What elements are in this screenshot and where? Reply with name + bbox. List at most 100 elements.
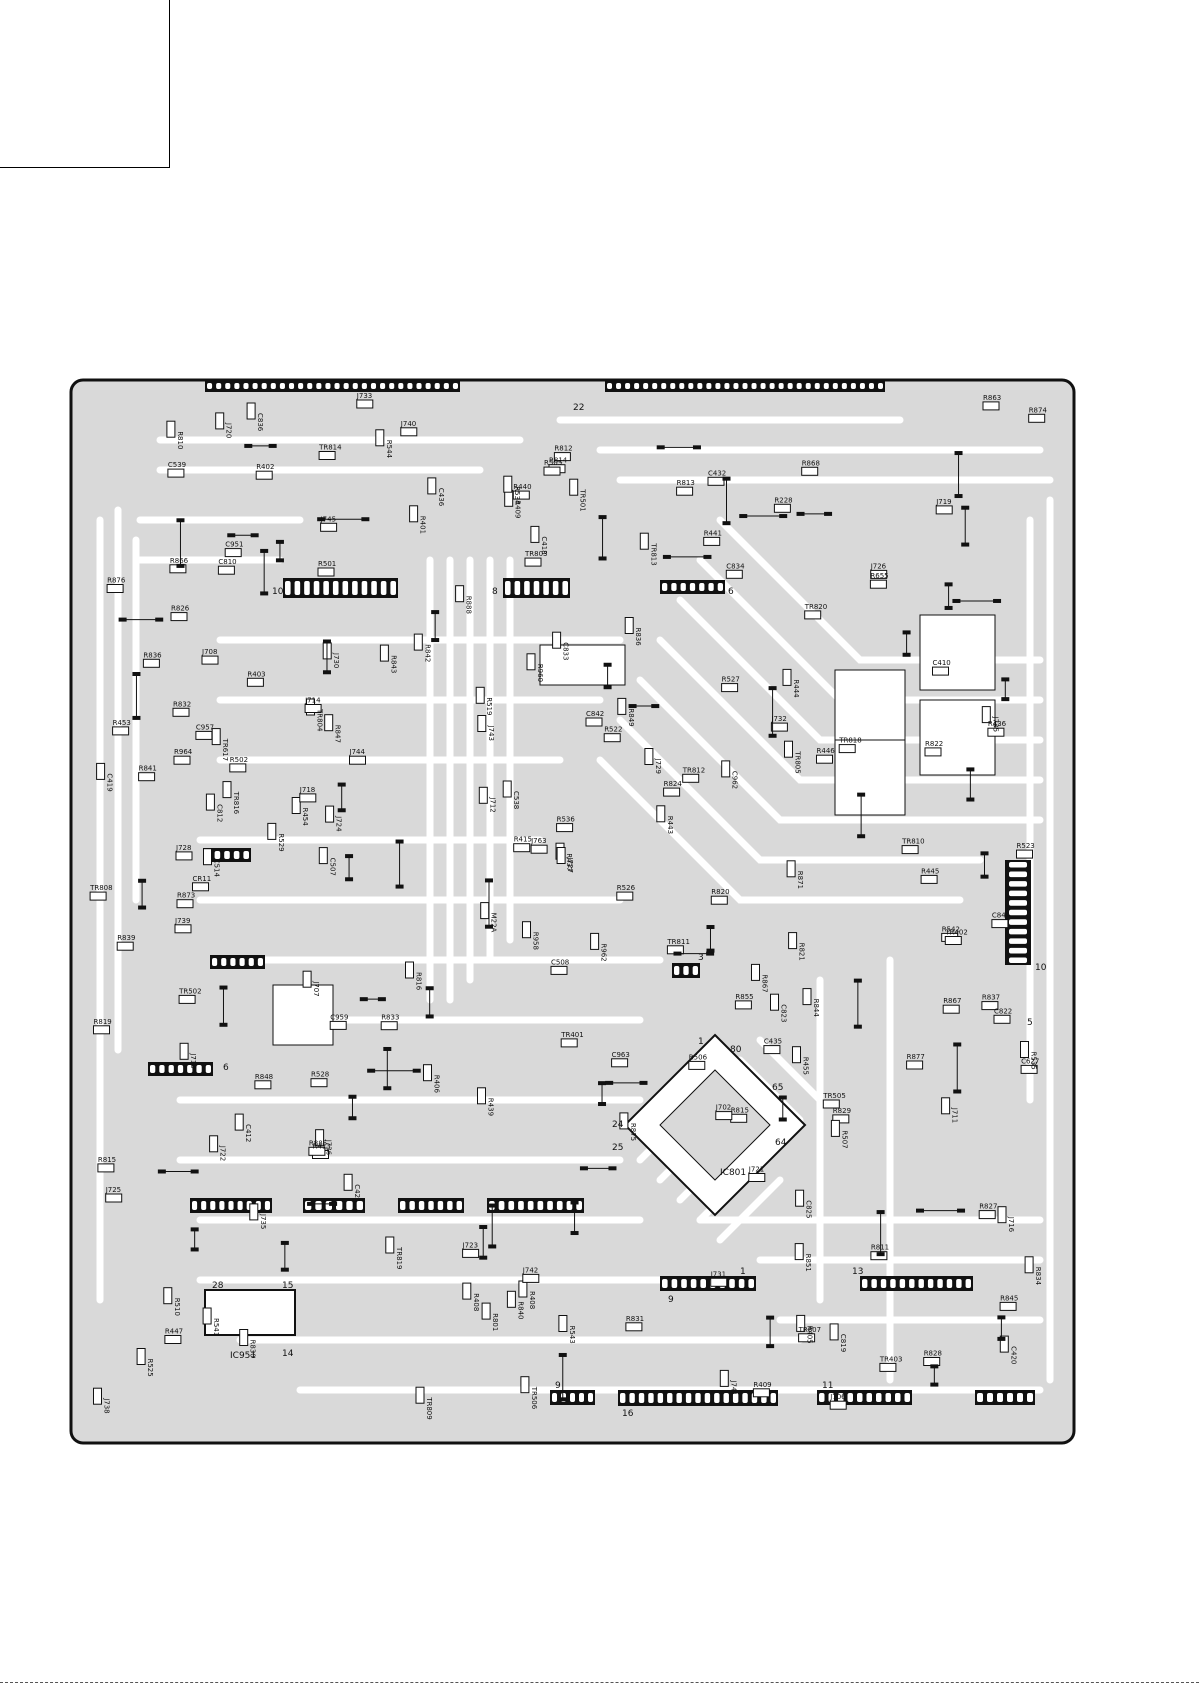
label-note-9: 9	[555, 1381, 561, 1391]
pin-hole	[671, 583, 677, 591]
component-ref-label: R841	[139, 765, 157, 773]
pin-hole	[681, 1279, 687, 1288]
jumper-wire	[766, 1315, 775, 1349]
pin-hole	[877, 383, 883, 389]
component-footprint	[751, 963, 760, 981]
component-footprint	[462, 1282, 472, 1300]
pin-hole	[315, 1201, 322, 1210]
pin-hole	[570, 1393, 575, 1402]
component-footprint	[550, 965, 568, 975]
pin-hole	[748, 1279, 754, 1288]
pin-hole	[346, 1201, 353, 1210]
pin-hole	[715, 383, 721, 389]
jumper-wire	[190, 1227, 199, 1252]
component-footprint	[315, 1129, 325, 1147]
component-ref-label: C627	[1021, 1057, 1039, 1065]
jumper-wire	[345, 854, 354, 882]
component-footprint	[166, 420, 176, 438]
component-ref-label: R409	[514, 500, 522, 518]
component-ref-label: J744	[349, 748, 366, 756]
pin-hole	[662, 583, 668, 591]
pin-hole	[890, 1279, 896, 1288]
label-note-5: 5	[1027, 1018, 1033, 1028]
component-footprint	[1028, 413, 1046, 423]
component-footprint	[405, 961, 414, 979]
pin-hole	[371, 581, 377, 595]
jumper-wire	[966, 767, 975, 802]
component-ref-label: J707	[312, 980, 320, 996]
component-footprint	[178, 994, 196, 1004]
jumper-wire	[395, 839, 404, 889]
component-footprint	[375, 429, 385, 447]
component-footprint	[267, 822, 277, 840]
component-footprint	[255, 470, 273, 480]
jumper-wire	[706, 925, 715, 953]
pin-hole	[717, 583, 723, 591]
component-ref-label: R834	[1034, 1267, 1042, 1286]
component-footprint	[343, 1173, 353, 1191]
pin-hole	[997, 1393, 1003, 1402]
jumper-wire	[857, 792, 866, 839]
pin-hole	[342, 581, 349, 595]
component-ref-label: R455	[802, 1057, 810, 1075]
label-cn-10: 10	[272, 587, 284, 597]
label-cn-bottom-1: 1	[740, 1267, 746, 1277]
component-ref-label: J729	[654, 758, 662, 774]
component-footprint	[770, 722, 788, 732]
component-ref-label: TR402	[944, 929, 968, 937]
component-ref-label: R655	[870, 572, 888, 580]
pin-hole	[956, 1279, 962, 1288]
pin-hole	[909, 1279, 915, 1288]
ic801-pin-24: 24	[612, 1120, 624, 1130]
pin-hole	[742, 1393, 748, 1403]
pin-hole	[150, 1065, 156, 1073]
pin-hole	[937, 1279, 943, 1288]
component-ref-label: R525	[146, 1359, 154, 1377]
component-footprint	[625, 1322, 643, 1332]
component-footprint	[380, 1021, 398, 1031]
pin-hole	[760, 383, 766, 389]
component-ref-label: J725	[105, 1186, 121, 1194]
pin-hole	[859, 383, 865, 389]
component-ref-label: C421	[353, 1184, 361, 1202]
component-ref-label: J745	[320, 515, 336, 523]
label-cn-3: 3	[698, 953, 704, 963]
pin-hole	[579, 1393, 584, 1402]
pin-hole	[880, 1279, 887, 1288]
component-ref-label: C841	[992, 912, 1010, 920]
component-footprint	[254, 1080, 272, 1090]
component-footprint	[801, 466, 819, 476]
component-footprint	[522, 1273, 540, 1283]
jumper-wire	[876, 1210, 885, 1257]
component-footprint	[611, 1058, 629, 1068]
pin-hole	[447, 1201, 453, 1210]
component-ref-label: TR809	[425, 1396, 433, 1420]
component-footprint	[318, 847, 328, 865]
jumper-wire	[954, 451, 963, 499]
pin-hole	[562, 581, 568, 595]
component-footprint	[560, 1038, 578, 1048]
pin-hole	[796, 383, 802, 389]
component-ref-label: TR812	[682, 766, 706, 774]
component-ref-label: J742	[522, 1266, 538, 1274]
component-ref-label: R228	[774, 496, 792, 504]
pin-hole	[159, 1065, 165, 1073]
jumper-wire	[768, 686, 777, 738]
component-footprint	[203, 848, 212, 866]
pin-hole	[196, 1065, 202, 1073]
component-ref-label: J727	[566, 857, 574, 873]
component-ref-label: TR403	[879, 1355, 903, 1363]
pin-hole	[418, 1201, 425, 1210]
component-footprint	[944, 936, 962, 945]
component-footprint	[164, 1335, 182, 1344]
component-footprint	[163, 1287, 173, 1305]
pin-hole	[524, 581, 530, 595]
component-ref-label: R811	[871, 1244, 889, 1252]
component-footprint	[502, 780, 512, 798]
component-footprint	[477, 1087, 486, 1105]
component-ref-label: R851	[804, 1254, 812, 1272]
label-cn-right: 10	[1035, 963, 1047, 973]
pin-hole	[661, 383, 667, 389]
component-footprint	[981, 706, 991, 724]
pin-hole	[425, 383, 431, 389]
